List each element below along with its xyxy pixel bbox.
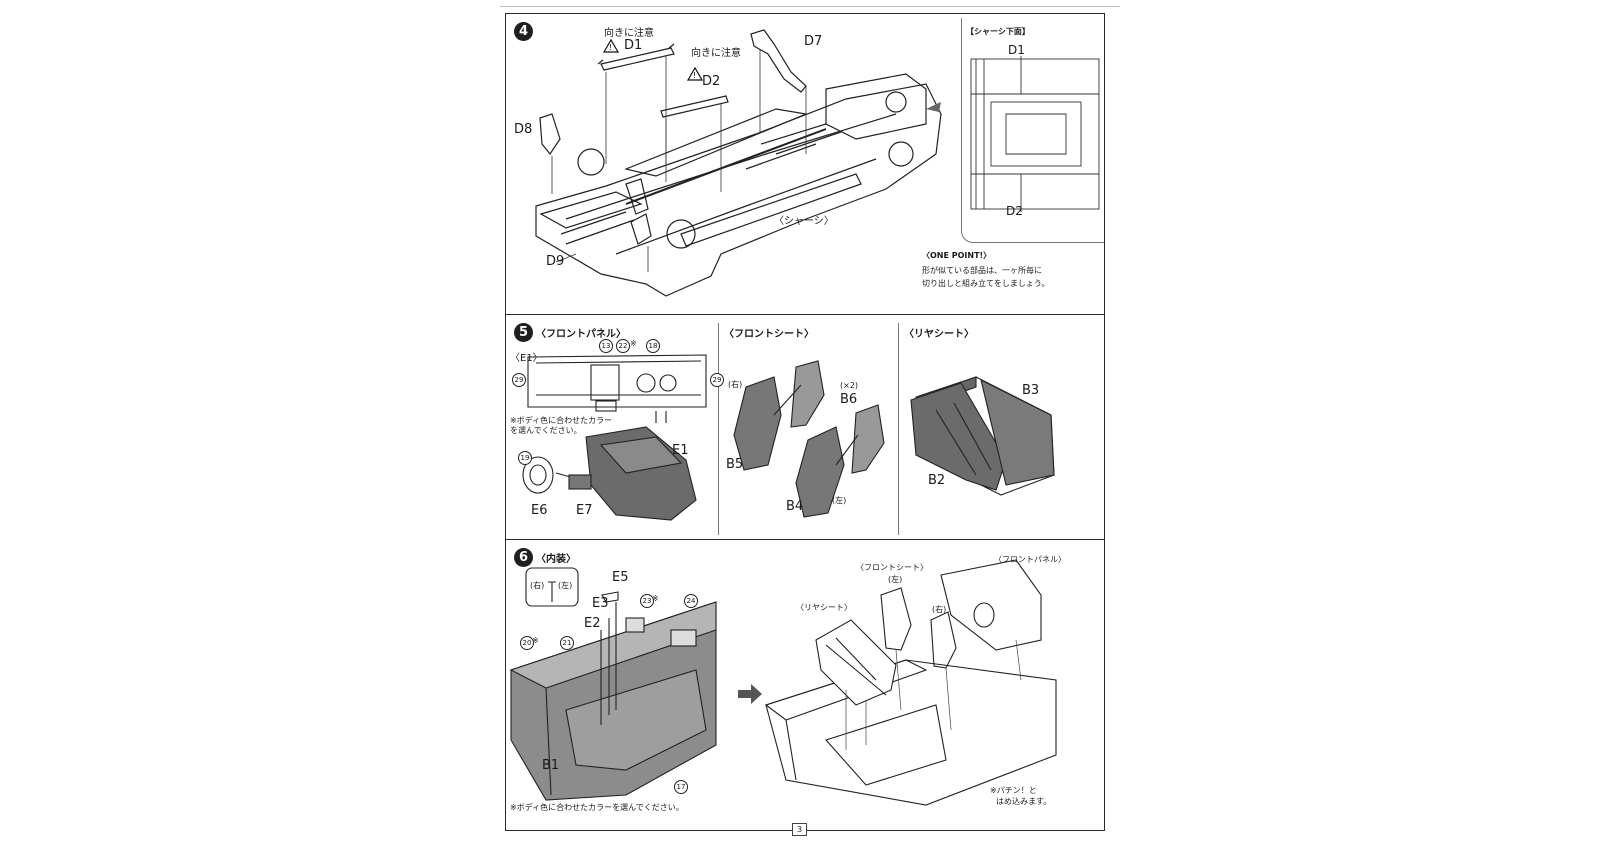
front-panel-callout: 〈フロントパネル〉 <box>994 555 1066 564</box>
color-code-19: 19 <box>518 451 532 465</box>
part-label-e1: E1 <box>672 443 689 458</box>
part-label-b6: B6 <box>840 392 858 407</box>
caution-label-d2: 向きに注意 <box>691 48 741 59</box>
caution-label-d1: 向きに注意 <box>604 28 654 39</box>
section-divider-1 <box>718 323 719 535</box>
part-label-d7: D7 <box>804 34 823 49</box>
color-code-29-left: 29 <box>512 373 526 387</box>
paint-note: ※ボディ色に合わせたカラーを選んでください。 <box>510 803 684 812</box>
section-divider-2 <box>898 323 899 535</box>
left-seat-callout: (左) <box>888 575 903 584</box>
rear-seat-callout: 〈リヤシート〉 <box>796 603 852 612</box>
color-code-18: 18 <box>646 339 660 353</box>
asterisk-mark: ※ <box>630 339 637 348</box>
part-label-b3: B3 <box>1022 383 1040 398</box>
color-code-20: 20 <box>520 636 534 650</box>
gear-right-label: (右) <box>530 581 545 590</box>
step-6-panel: 6 〈内装〉 (右) (左) E5 E3 E2 B1 23 ※ 24 20 ※ … <box>506 540 1104 832</box>
one-point-line-2: 切り出しと組み立てをしましょう。 <box>922 279 1050 288</box>
step-4-number: 4 <box>514 22 533 41</box>
part-label-e2: E2 <box>584 616 601 631</box>
page-top-rule <box>500 6 1120 7</box>
color-code-29-right: 29 <box>710 373 724 387</box>
interior-title: 〈内装〉 <box>536 554 576 565</box>
chassis-underside-inset <box>961 18 1104 243</box>
part-label-e7: E7 <box>576 503 593 518</box>
rear-seat-title: 〈リヤシート〉 <box>904 329 974 340</box>
step-5-panel: 5 〈フロントパネル〉 〈フロントシート〉 〈リヤシート〉 〈E1〉 13 22… <box>506 315 1104 540</box>
part-label-d1: D1 <box>624 38 643 53</box>
one-point-title: 〈ONE POINT!〉 <box>922 251 992 260</box>
part-label-e3: E3 <box>592 596 609 611</box>
front-panel-title: 〈フロントパネル〉 <box>536 329 626 340</box>
instruction-sheet: ! ! 4 向きに注意 向きに注意 D1 D2 D7 D <box>505 13 1105 831</box>
right-seat-label: (右) <box>728 380 743 389</box>
left-seat-label: (左) <box>832 496 847 505</box>
color-code-22: 22 <box>616 339 630 353</box>
paint-note-line-2: を選んでください。 <box>510 426 582 435</box>
part-label-e5: E5 <box>612 570 629 585</box>
inset-part-d1: D1 <box>1008 43 1025 57</box>
right-seat-callout: (右) <box>932 605 947 614</box>
front-seat-callout: 〈フロントシート〉 <box>856 563 928 572</box>
svg-text:!: ! <box>609 43 612 52</box>
asterisk-20: ※ <box>532 636 539 645</box>
paint-note-line-1: ※ボディ色に合わせたカラー <box>510 416 613 425</box>
e1-bracket-label: 〈E1〉 <box>510 353 543 364</box>
part-label-b5: B5 <box>726 457 744 472</box>
interior-parts-illustration <box>522 354 1055 521</box>
step-6-number: 6 <box>514 548 533 567</box>
page-number: 3 <box>792 823 807 836</box>
snap-note-line-1: ※パチン！と <box>990 786 1037 795</box>
part-label-d8: D8 <box>514 122 533 137</box>
asterisk-23: ※ <box>652 594 659 603</box>
part-label-b2: B2 <box>928 473 946 488</box>
color-code-17: 17 <box>674 780 688 794</box>
inset-part-d2: D2 <box>1006 204 1023 218</box>
times-two-label: (×2) <box>840 381 859 390</box>
color-code-24: 24 <box>684 594 698 608</box>
part-label-b4: B4 <box>786 499 804 514</box>
part-label-d9: D9 <box>546 254 565 269</box>
part-label-b1: B1 <box>542 758 560 773</box>
one-point-line-1: 形が似ている部品は、一ヶ所毎に <box>922 266 1042 275</box>
inset-title: 【シャーシ下面】 <box>966 27 1030 36</box>
front-seat-title: 〈フロントシート〉 <box>724 329 814 340</box>
color-code-21: 21 <box>560 636 574 650</box>
chassis-illustration: ! ! <box>535 29 1100 297</box>
snap-note-line-2: はめ込みます。 <box>996 797 1052 806</box>
chassis-label: 〈シャーシ〉 <box>774 216 834 227</box>
step-4-panel: ! ! 4 向きに注意 向きに注意 D1 D2 D7 D <box>506 14 1104 315</box>
gear-left-label: (左) <box>558 581 573 590</box>
part-label-d2: D2 <box>702 74 721 89</box>
color-code-23: 23 <box>640 594 654 608</box>
step-5-number: 5 <box>514 323 533 342</box>
part-label-e6: E6 <box>531 503 548 518</box>
interior-tub-illustration <box>509 559 1057 806</box>
svg-text:!: ! <box>693 71 696 80</box>
color-code-13: 13 <box>599 339 613 353</box>
